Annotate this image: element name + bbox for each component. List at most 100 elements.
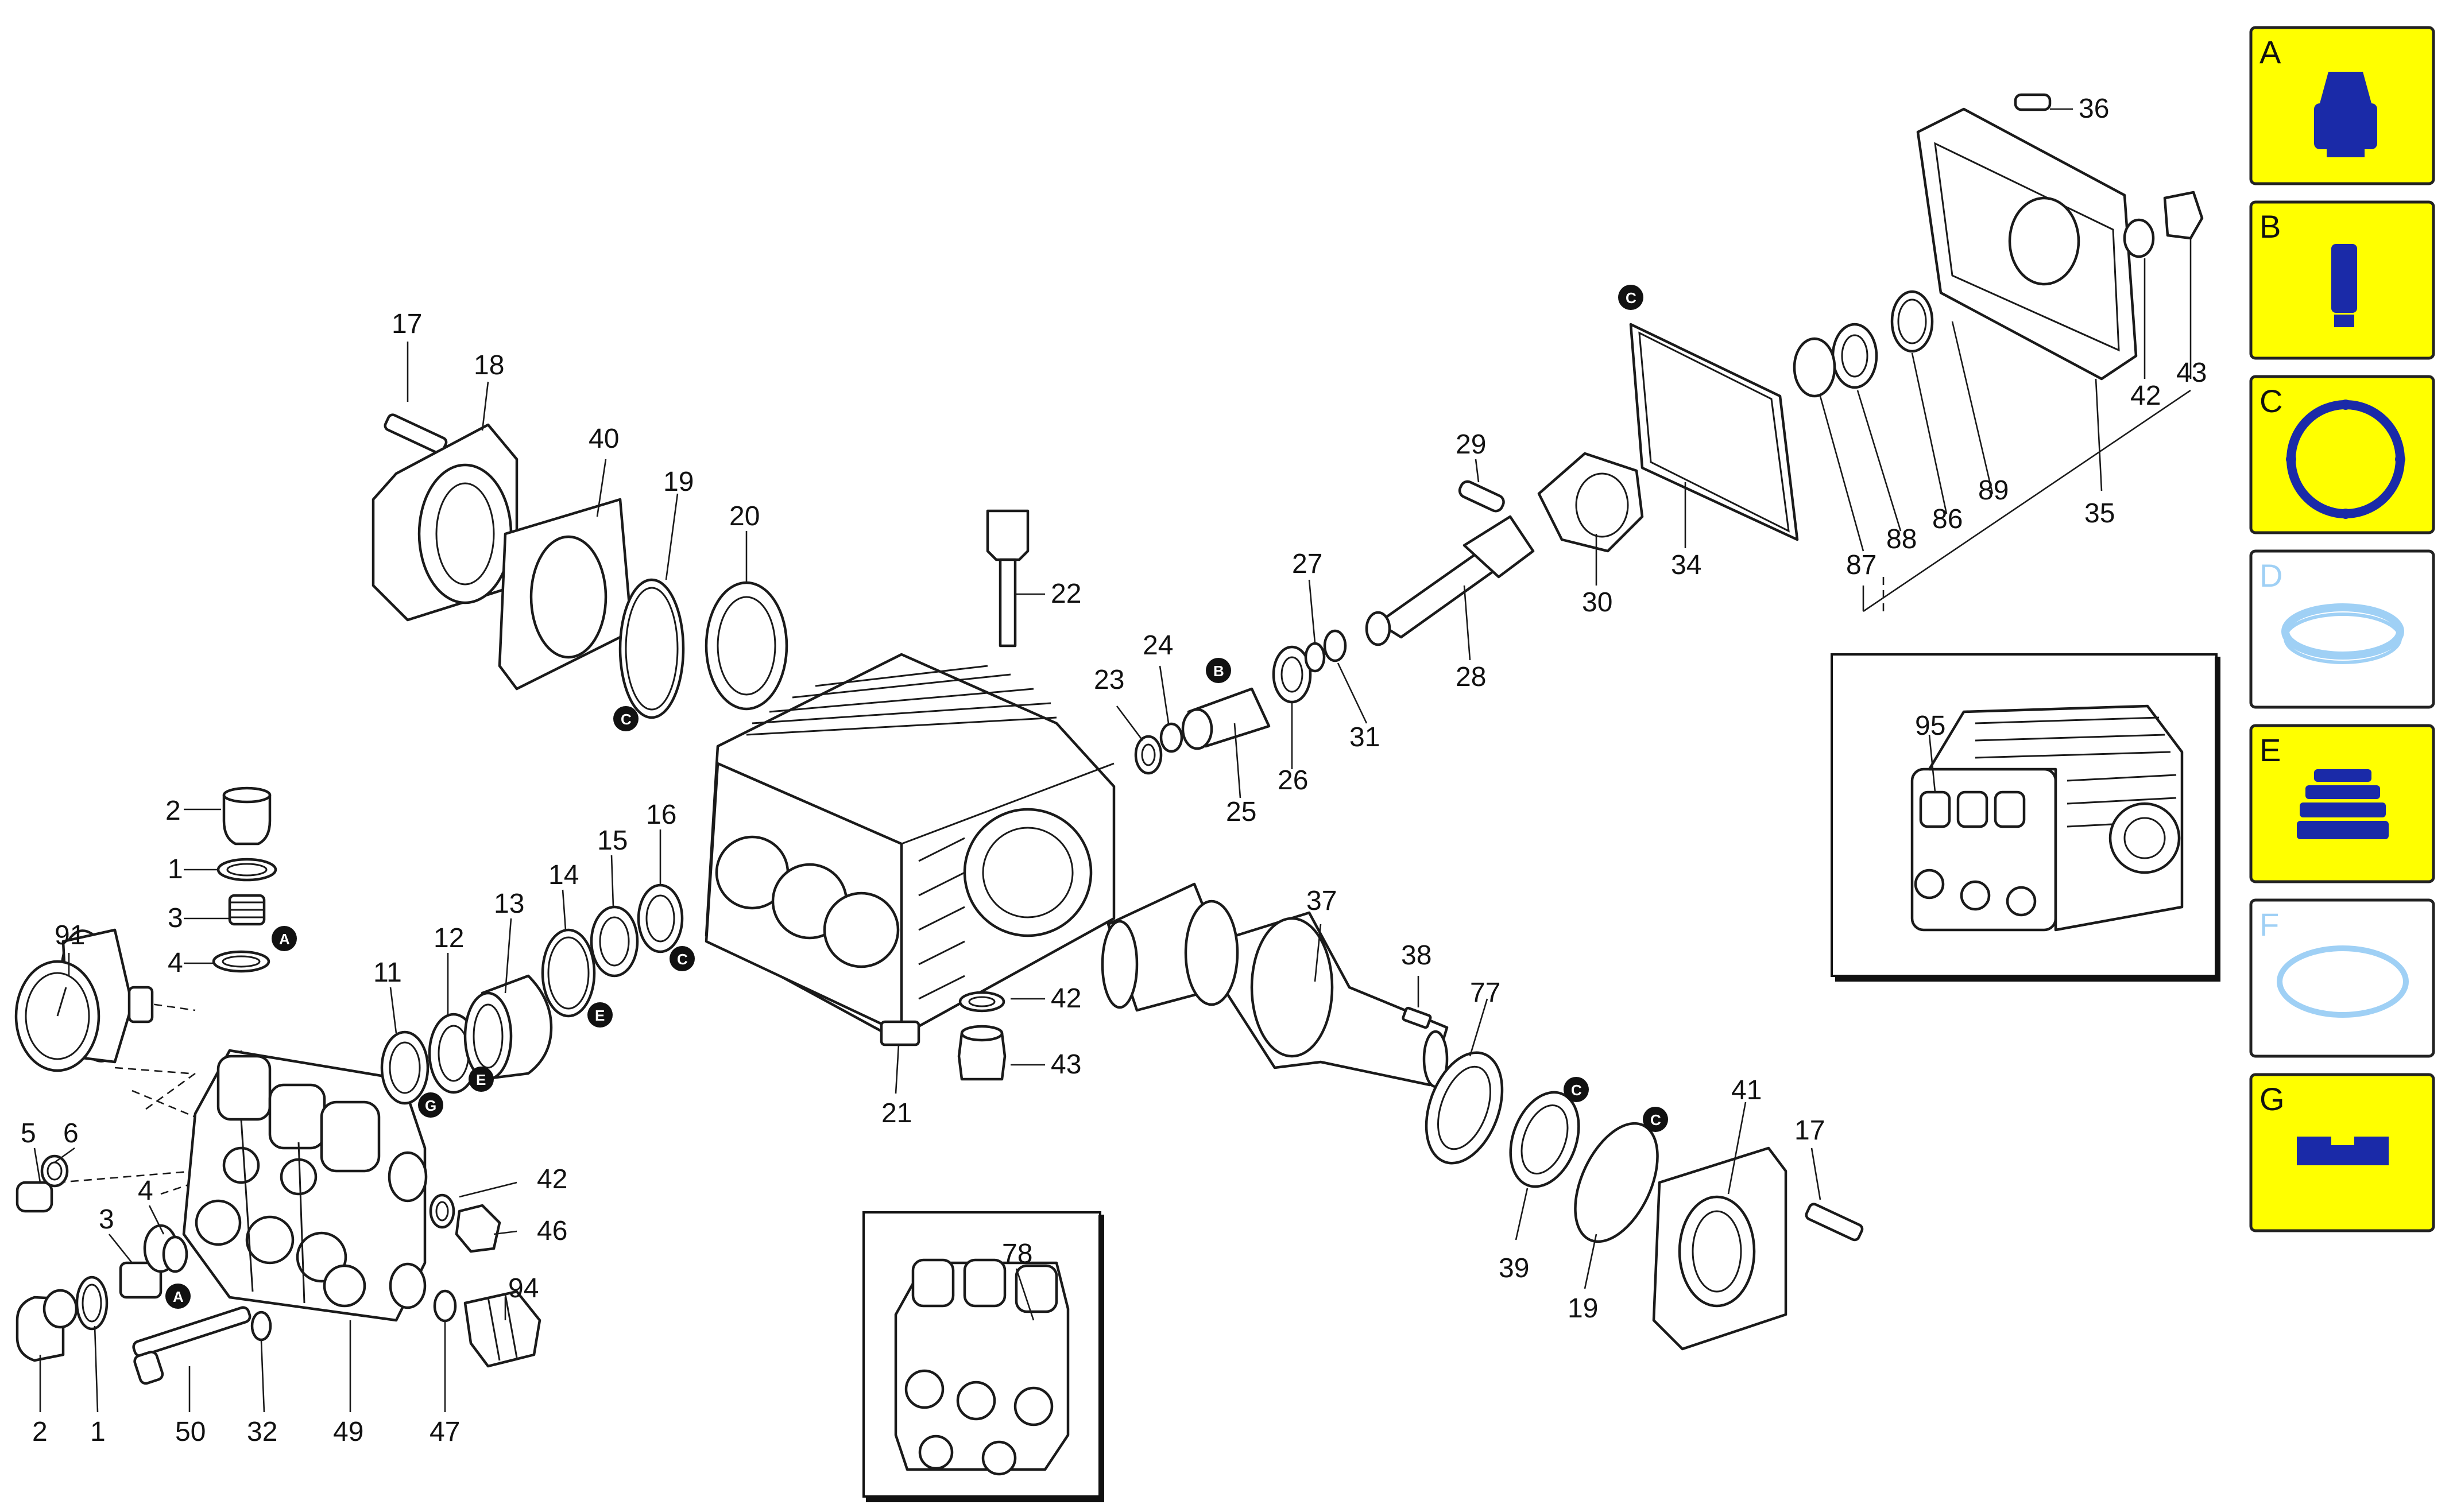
callout-38[interactable]: 38 <box>1401 940 1431 971</box>
retainer-icon <box>2297 1137 2389 1165</box>
callout-43-mid[interactable]: 43 <box>1051 1049 1081 1080</box>
callout-36[interactable]: 36 <box>2079 94 2109 124</box>
callout-88[interactable]: 88 <box>1886 524 1917 555</box>
kit-tag[interactable]: C <box>1618 285 1643 310</box>
callout-26[interactable]: 26 <box>1278 765 1308 796</box>
callout-21[interactable]: 21 <box>881 1098 912 1129</box>
callout-77[interactable]: 77 <box>1470 978 1500 1008</box>
crankcase-part-21 <box>705 653 1116 1046</box>
callout-43-right[interactable]: 43 <box>2176 358 2207 388</box>
callout-2-lower[interactable]: 2 <box>32 1417 48 1447</box>
callout-30[interactable]: 30 <box>1582 587 1612 618</box>
callout-19-bottom[interactable]: 19 <box>1568 1293 1598 1324</box>
callout-78[interactable]: 78 <box>1002 1239 1032 1269</box>
callout-42-right[interactable]: 42 <box>2130 381 2161 411</box>
callout-18[interactable]: 18 <box>474 350 504 381</box>
callout-5[interactable]: 5 <box>21 1118 36 1149</box>
callout-91[interactable]: 91 <box>55 920 85 951</box>
kit-g-button[interactable]: G <box>2249 1073 2435 1232</box>
callout-14[interactable]: 14 <box>548 860 579 890</box>
kit-tag[interactable]: A <box>272 926 297 951</box>
valve-icon <box>2314 72 2377 157</box>
callout-24[interactable]: 24 <box>1143 630 1173 661</box>
callout-2[interactable]: 2 <box>165 796 181 826</box>
svg-text:G: G <box>425 1097 436 1114</box>
kit-tag[interactable]: A <box>165 1284 191 1309</box>
callout-94[interactable]: 94 <box>508 1273 539 1304</box>
svg-text:E: E <box>476 1071 486 1088</box>
callout-87[interactable]: 87 <box>1846 550 1876 580</box>
callout-27[interactable]: 27 <box>1292 549 1322 579</box>
callout-28[interactable]: 28 <box>1456 662 1486 692</box>
piston-icon <box>2331 244 2357 327</box>
pressure-gauge-91 <box>14 928 154 1072</box>
callout-17-bottom[interactable]: 17 <box>1794 1115 1825 1146</box>
callout-32[interactable]: 32 <box>247 1417 277 1447</box>
part-callouts: 2 1 3 4 91 5 6 3 4 2 1 50 32 49 47 94 42… <box>21 94 2207 1447</box>
crankshaft-part-37 <box>1101 882 1449 1088</box>
callout-17-top[interactable]: 17 <box>392 309 422 339</box>
callout-95[interactable]: 95 <box>1915 711 1945 741</box>
callout-11[interactable]: 11 <box>373 957 402 988</box>
svg-text:C: C <box>1626 289 1636 307</box>
callout-49[interactable]: 49 <box>333 1417 363 1447</box>
connecting-rod-group <box>1134 452 1644 775</box>
leader-lines <box>33 108 2192 1413</box>
rear-cover-group <box>1629 93 2204 541</box>
callout-37[interactable]: 37 <box>1306 886 1337 916</box>
callout-46[interactable]: 46 <box>537 1216 567 1246</box>
oring-icon <box>2277 945 2409 1018</box>
kit-e-button[interactable]: E <box>2249 724 2435 883</box>
kit-b-button[interactable]: B <box>2249 200 2435 360</box>
kit-tag[interactable]: B <box>1206 658 1231 683</box>
callout-19-top[interactable]: 19 <box>663 467 694 497</box>
right-cover-group <box>1425 1051 1864 1351</box>
callout-23[interactable]: 23 <box>1094 665 1124 695</box>
svg-text:C: C <box>677 951 688 968</box>
callout-86[interactable]: 86 <box>1932 504 1963 534</box>
valve-stack-top <box>212 786 277 973</box>
callout-39[interactable]: 39 <box>1499 1253 1529 1284</box>
kit-g-letter: G <box>2259 1081 2285 1117</box>
callout-1[interactable]: 1 <box>168 854 183 885</box>
kit-a-button[interactable]: A <box>2249 26 2435 185</box>
assembled-pump-inset: 95 <box>1831 653 2220 982</box>
kit-tag[interactable]: E <box>587 1002 613 1028</box>
callout-13[interactable]: 13 <box>494 889 524 919</box>
kit-tag[interactable]: C <box>670 946 695 971</box>
callout-1-lower[interactable]: 1 <box>90 1417 106 1447</box>
callout-25[interactable]: 25 <box>1226 797 1256 827</box>
svg-text:B: B <box>1213 662 1224 680</box>
kit-tag[interactable]: C <box>1564 1077 1589 1102</box>
callout-42-mid[interactable]: 42 <box>1051 983 1081 1014</box>
callout-12[interactable]: 12 <box>434 923 464 953</box>
callout-4[interactable]: 4 <box>168 948 183 978</box>
callout-35[interactable]: 35 <box>2084 498 2115 529</box>
callout-29[interactable]: 29 <box>1456 429 1486 460</box>
callout-3-lower[interactable]: 3 <box>99 1204 114 1235</box>
callout-20[interactable]: 20 <box>729 501 760 532</box>
callout-15[interactable]: 15 <box>597 825 628 856</box>
callout-50[interactable]: 50 <box>175 1417 206 1447</box>
callout-22[interactable]: 22 <box>1051 579 1081 609</box>
kit-tag[interactable]: E <box>469 1067 494 1092</box>
callout-16[interactable]: 16 <box>646 800 676 830</box>
kit-tag[interactable]: G <box>418 1092 443 1118</box>
callout-42-left[interactable]: 42 <box>537 1164 567 1195</box>
callout-40[interactable]: 40 <box>589 424 619 454</box>
head-inset: 78 <box>862 1211 1104 1502</box>
callout-47[interactable]: 47 <box>430 1417 460 1447</box>
kit-tag[interactable]: C <box>1643 1107 1668 1132</box>
callout-4-lower[interactable]: 4 <box>138 1176 153 1206</box>
kit-c-button[interactable]: C <box>2249 375 2435 534</box>
callout-41[interactable]: 41 <box>1731 1075 1762 1106</box>
callout-31[interactable]: 31 <box>1349 722 1380 753</box>
kit-d-letter: D <box>2259 557 2282 594</box>
svg-text:C: C <box>1650 1111 1661 1129</box>
callout-6[interactable]: 6 <box>63 1118 79 1149</box>
callout-3[interactable]: 3 <box>168 903 183 933</box>
callout-89[interactable]: 89 <box>1978 475 2009 506</box>
callout-34[interactable]: 34 <box>1671 550 1701 580</box>
kit-tag[interactable]: C <box>613 706 639 731</box>
kit-tags: A A G E E C B C C C C <box>165 285 1668 1309</box>
